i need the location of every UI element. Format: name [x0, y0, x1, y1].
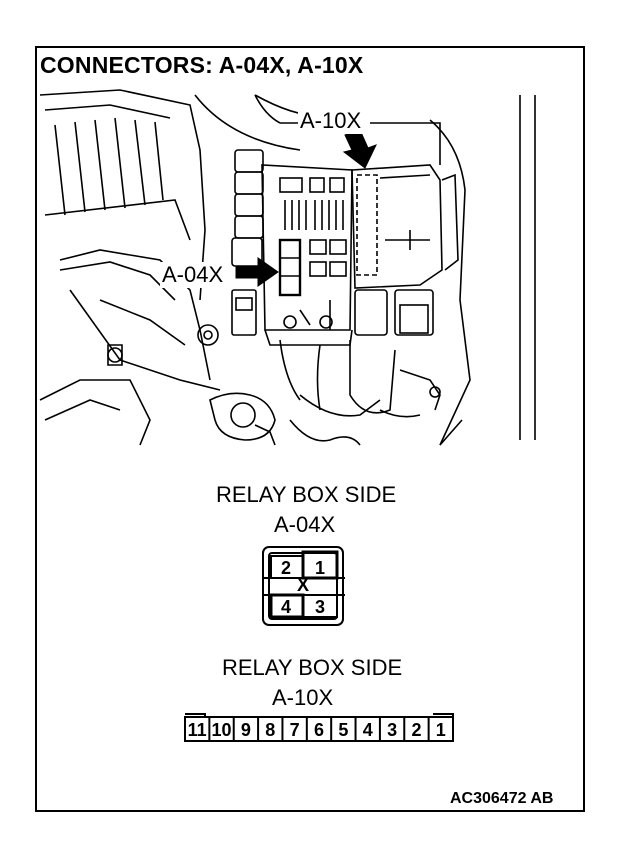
a04x-side-label: RELAY BOX SIDE: [216, 482, 397, 507]
a10x-pin-6: 6: [314, 720, 324, 740]
a10x-side-label: RELAY BOX SIDE: [222, 655, 403, 680]
a10x-pin-7: 7: [290, 720, 300, 740]
a10x-pin-5: 5: [338, 720, 348, 740]
callout-a04x: A-04X: [160, 262, 226, 288]
a10x-pin-4: 4: [363, 720, 373, 740]
a10x-pin-11: 11: [188, 720, 207, 740]
diagram-frame: [35, 46, 585, 812]
a04x-pin-1: 1: [315, 558, 325, 578]
a04x-pin-3: 3: [315, 597, 325, 617]
a04x-pin-2: 2: [281, 558, 291, 578]
figure-code: AC306472 AB: [450, 790, 554, 807]
a04x-center-mark: X: [297, 575, 309, 595]
a10x-pin-3: 3: [387, 720, 397, 740]
a10x-name: A-10X: [272, 685, 334, 710]
a10x-pin-1: 1: [436, 720, 446, 740]
a10x-pin-10: 10: [212, 720, 232, 740]
a10x-pin-2: 2: [411, 720, 421, 740]
a04x-pin-4: 4: [281, 597, 291, 617]
a10x-pin-9: 9: [241, 720, 251, 740]
diagram-title: CONNECTORS: A-04X, A-10X: [40, 52, 364, 78]
callout-a10x: A-10X: [298, 108, 364, 134]
a10x-pin-8: 8: [265, 720, 275, 740]
a04x-name: A-04X: [274, 512, 336, 537]
